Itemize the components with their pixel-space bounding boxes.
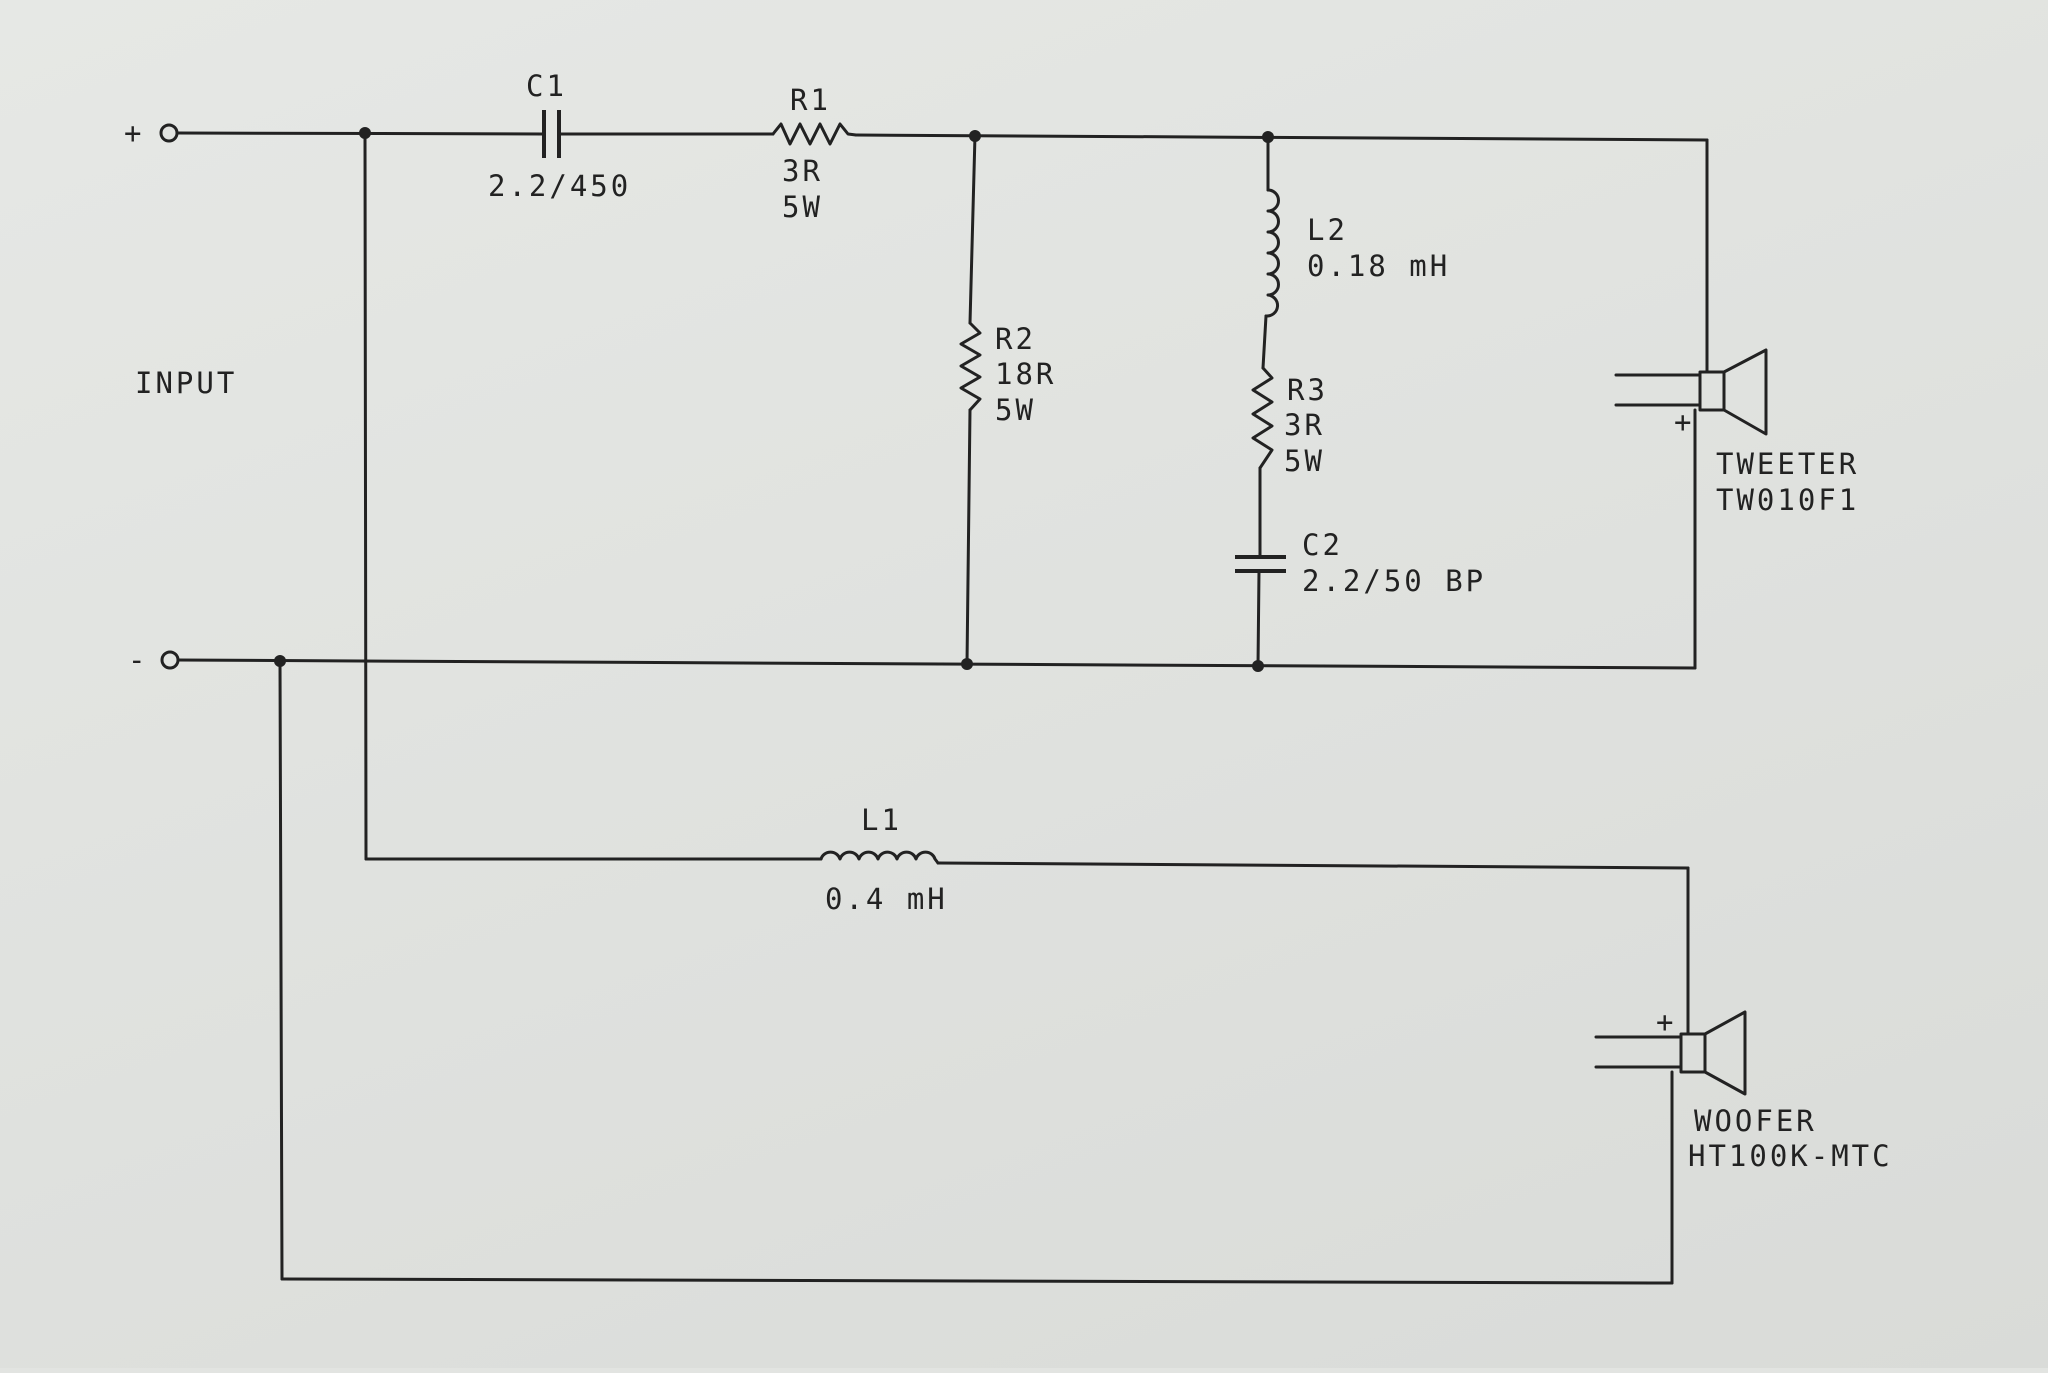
l2-value: 0.18 mH (1307, 249, 1450, 283)
woofer-polarity: + (1656, 1005, 1673, 1039)
r3-resistor: R3 3R 5W (1251, 366, 1328, 478)
tweeter-label: TWEETER (1716, 447, 1859, 481)
wire-plus-rail-c (854, 133, 1709, 142)
junction-minus-r2 (961, 658, 973, 670)
wire-r2-top (968, 133, 977, 325)
r3-value: 3R (1284, 408, 1325, 442)
junction-minus-woofer (274, 655, 286, 667)
input-label: INPUT (135, 366, 237, 400)
tweeter-magnet (1698, 370, 1726, 412)
l2-name: L2 (1307, 213, 1348, 247)
woofer: + WOOFER HT100K-MTC (1594, 1005, 1893, 1173)
input-plus-sign: + (124, 116, 141, 150)
woofer-model: HT100K-MTC (1688, 1139, 1893, 1173)
junction-minus-c2 (1252, 660, 1264, 672)
r3-power: 5W (1284, 444, 1325, 478)
c2-capacitor: C2 2.2/50 BP (1235, 528, 1486, 598)
c1-name: C1 (526, 69, 567, 103)
woofer-cone (1703, 1010, 1747, 1096)
junction-plus-r2 (969, 130, 981, 142)
r3-zigzag (1251, 366, 1274, 470)
l2-inductor: L2 0.18 mH (1264, 188, 1450, 318)
r2-name: R2 (995, 322, 1036, 356)
wire-c2-bottom (1256, 569, 1261, 668)
input-minus-sign: - (128, 643, 145, 677)
r1-zigzag (771, 122, 858, 146)
input-terminals: + - INPUT (124, 116, 237, 677)
junction-dots (274, 127, 1274, 672)
r1-value: 3R (782, 154, 823, 188)
r2-zigzag (959, 321, 982, 412)
wire-woofer-return-rise (278, 659, 284, 1281)
woofer-magnet (1679, 1032, 1707, 1074)
wire-l2-r3 (1261, 314, 1268, 370)
wire-r2-bottom (965, 408, 972, 666)
wire-minus-rail (175, 658, 1697, 670)
wire-woofer-return-run (280, 1277, 1674, 1285)
woofer-label: WOOFER (1694, 1104, 1817, 1138)
l2-coil (1264, 188, 1280, 318)
r1-power: 5W (782, 190, 823, 224)
junction-plus-woofer (359, 127, 371, 139)
l1-value: 0.4 mH (825, 882, 948, 916)
r1-resistor: R1 3R 5W (771, 83, 858, 224)
r2-power: 5W (995, 393, 1036, 427)
r1-name: R1 (790, 83, 831, 117)
c1-capacitor: C1 2.2/450 (488, 69, 631, 203)
wires (175, 131, 1709, 1285)
c2-value: 2.2/50 BP (1302, 564, 1486, 598)
r2-value: 18R (995, 357, 1056, 391)
wire-l1-out (936, 861, 1690, 870)
tweeter-model: TW010F1 (1716, 483, 1859, 517)
input-minus-terminal (160, 650, 180, 670)
tweeter: + TWEETER TW010F1 (1614, 348, 1859, 517)
wire-woofer-feed-drop (363, 132, 368, 861)
c2-name: C2 (1302, 528, 1343, 562)
c1-value: 2.2/450 (488, 169, 631, 203)
r2-resistor: R2 18R 5W (959, 321, 1056, 427)
l1-inductor: L1 0.4 mH (819, 803, 948, 916)
l1-coil (819, 850, 940, 865)
l1-name: L1 (861, 803, 902, 837)
r3-name: R3 (1287, 373, 1328, 407)
junction-plus-l2 (1262, 131, 1274, 143)
tweeter-cone (1722, 348, 1768, 436)
tweeter-polarity: + (1674, 405, 1691, 439)
input-plus-terminal (159, 123, 179, 143)
